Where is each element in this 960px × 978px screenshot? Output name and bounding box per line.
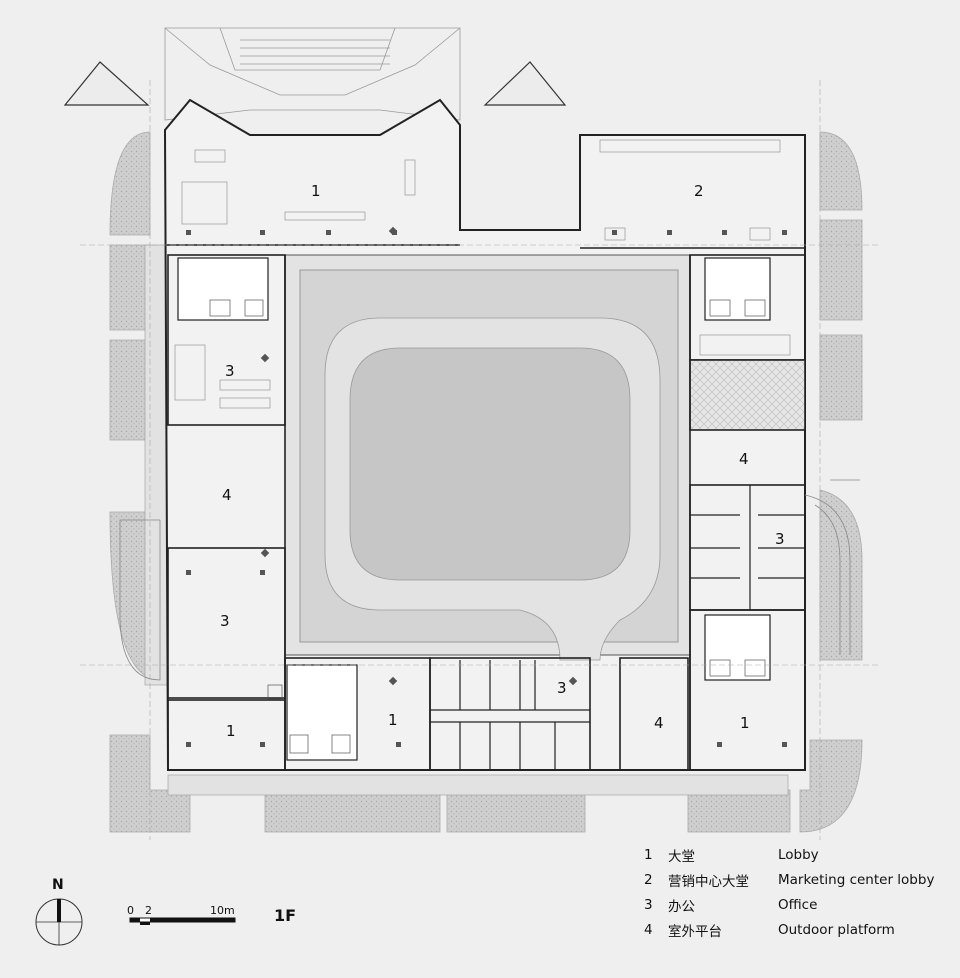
room-label-marketing-lobby: 2	[694, 182, 704, 200]
entrance-wing-walls	[63, 61, 567, 106]
legend-row: 3 办公 Office	[640, 892, 955, 917]
room-label-lobby-nw: 1	[311, 182, 321, 200]
room-label-outdoor-south: 4	[654, 714, 664, 732]
scale-mid-label: 2	[145, 904, 152, 917]
room-label-office-south: 3	[557, 679, 567, 697]
legend-row: 2 营销中心大堂 Marketing center lobby	[640, 867, 955, 892]
legend-zh: 办公	[668, 898, 695, 915]
scale-start-label: 0	[127, 904, 134, 917]
legend-en: Outdoor platform	[778, 921, 895, 938]
room-label-lobby-se: 1	[740, 714, 750, 732]
room-label-office-east: 3	[775, 530, 785, 548]
legend-en: Lobby	[778, 846, 819, 863]
paving	[144, 244, 789, 796]
legend-en: Office	[778, 896, 818, 913]
south-office-partitions	[430, 660, 590, 770]
legend-num: 4	[644, 921, 653, 938]
legend-row: 1 大堂 Lobby	[640, 842, 955, 867]
legend: 1 大堂 Lobby 2 营销中心大堂 Marketing center lob…	[640, 842, 955, 942]
service-cores	[177, 257, 771, 761]
columns	[186, 226, 787, 747]
floor-label: 1F	[274, 906, 297, 925]
room-label-lobby-south: 1	[388, 711, 398, 729]
north-arrow-icon	[35, 898, 83, 946]
legend-zh: 大堂	[668, 848, 695, 865]
legend-en: Marketing center lobby	[778, 871, 935, 888]
legend-num: 2	[644, 871, 653, 888]
lobby-furniture	[181, 139, 781, 241]
room-label-office-west-upper: 3	[225, 362, 235, 380]
landscape-planters	[109, 131, 863, 833]
room-label-outdoor-west: 4	[222, 486, 232, 504]
north-label: N	[52, 877, 64, 893]
legend-num: 1	[644, 846, 653, 863]
scale-end-label: 10m	[210, 904, 235, 917]
core-detail	[209, 299, 766, 754]
grid-lines	[80, 80, 880, 840]
legend-zh: 营销中心大堂	[668, 873, 749, 890]
east-office-partitions	[690, 485, 805, 610]
room-label-lobby-sw: 1	[226, 722, 236, 740]
room-label-office-west-lower: 3	[220, 612, 230, 630]
legend-num: 3	[644, 896, 653, 913]
interior-walls	[165, 244, 806, 771]
legend-row: 4 室外平台 Outdoor platform	[640, 917, 955, 942]
central-courtyard	[284, 254, 691, 661]
office-desks	[174, 334, 791, 409]
north-entrance-canopy	[164, 27, 461, 121]
scale-bar	[129, 917, 236, 925]
room-label-outdoor-east: 4	[739, 450, 749, 468]
legend-zh: 室外平台	[668, 923, 722, 940]
